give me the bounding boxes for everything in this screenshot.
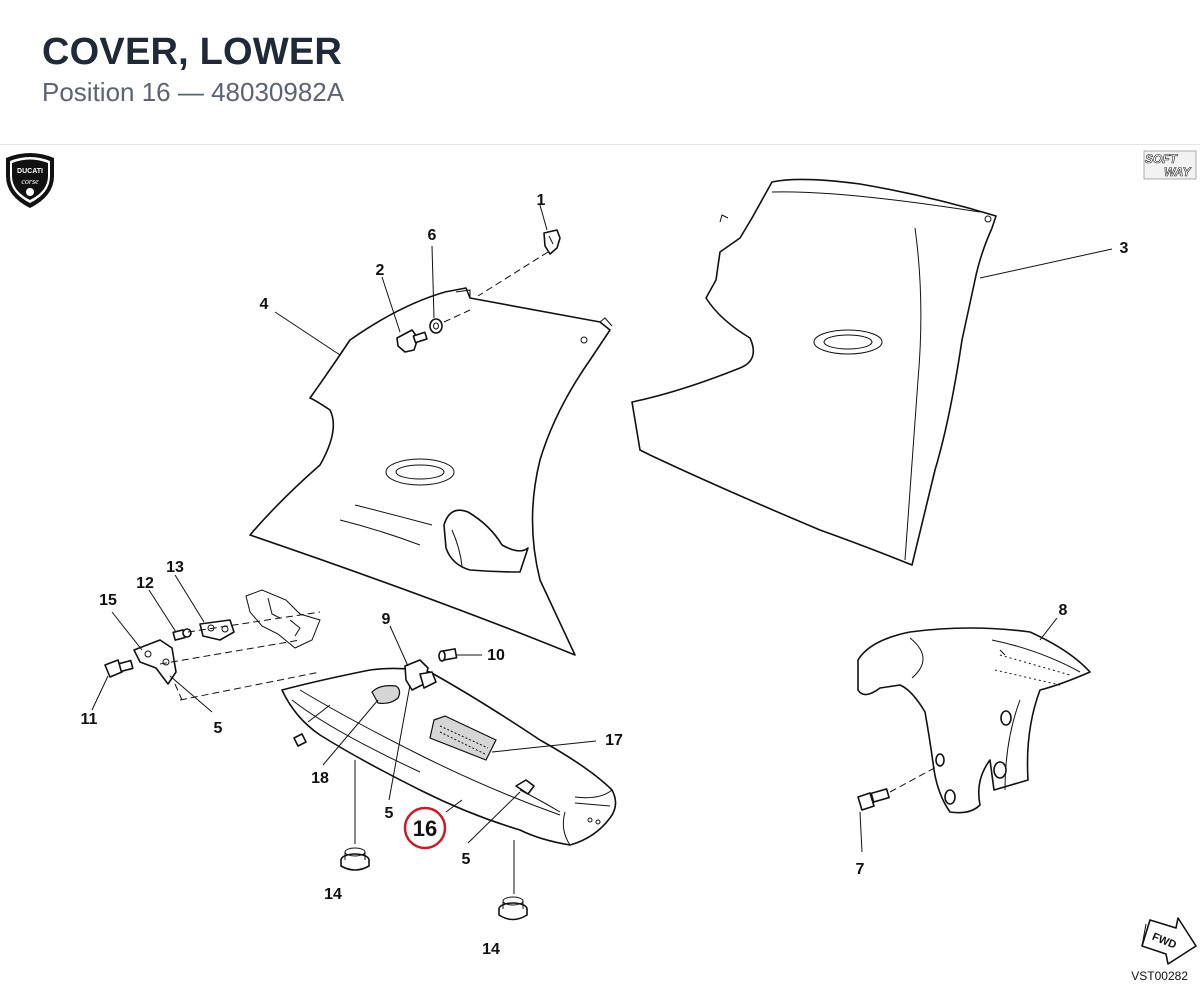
- fwd-arrow-icon: FWD: [1141, 917, 1197, 965]
- callout-3: 3: [1120, 240, 1129, 257]
- part-7-screw: [857, 788, 890, 811]
- callout-4: 4: [260, 296, 269, 313]
- callout-11: 11: [81, 711, 98, 728]
- callout-12: 12: [136, 575, 154, 592]
- part-16-lower-cover: [281, 667, 617, 846]
- part-13-plate: [199, 619, 235, 641]
- part-18-pad: [371, 685, 401, 705]
- leader-lines: [91, 204, 1113, 853]
- part-14-grommet-right: [498, 896, 528, 921]
- callout-14-right: 14: [482, 941, 500, 958]
- softway-text-bottom: WAY: [1164, 165, 1191, 179]
- part-8-heel-guard: [857, 627, 1091, 814]
- part-17-insulation: [429, 715, 497, 761]
- part-2-fastener: [396, 329, 428, 353]
- callout-6: 6: [428, 227, 437, 244]
- part-9-clip: [404, 659, 437, 691]
- part-11-screw: [104, 659, 134, 678]
- callout-7: 7: [856, 861, 865, 878]
- header: COVER, LOWER Position 16 — 48030982A: [42, 30, 344, 108]
- callout-1: 1: [537, 192, 546, 209]
- part-1-clip: [543, 229, 561, 255]
- highlighted-callout-16: 16: [403, 806, 447, 850]
- fairing-panel-left: [249, 287, 613, 656]
- softway-text-top: SOFT: [1145, 152, 1179, 166]
- part-6-washer: [429, 318, 443, 334]
- callout-5-bracket: 5: [214, 720, 223, 737]
- part-5-screw-front: [515, 779, 535, 795]
- part-14-grommet-left: [340, 847, 370, 871]
- header-divider: [0, 144, 1200, 145]
- ducati-corse-logo: DUCATI corse: [6, 153, 54, 208]
- page-title: COVER, LOWER: [42, 31, 343, 73]
- page-subtitle: Position 16 — 48030982A: [42, 77, 345, 107]
- fairing-panel-right: [631, 178, 997, 566]
- callout-13: 13: [166, 559, 184, 576]
- frame-bracket-ghost: [245, 589, 321, 649]
- logo-text-bottom: corse: [21, 177, 39, 186]
- callout-14-left: 14: [324, 886, 342, 903]
- callout-18: 18: [311, 770, 329, 787]
- part-5-screw-rear: [293, 733, 307, 747]
- callout-15: 15: [99, 592, 117, 609]
- part-10-screw: [438, 648, 458, 662]
- callout-8: 8: [1059, 602, 1068, 619]
- logo-text-top: DUCATI: [17, 168, 43, 175]
- callout-17: 17: [605, 732, 623, 749]
- callout-9: 9: [382, 611, 391, 628]
- callout-5-front: 5: [462, 851, 471, 868]
- part-15-bracket: [133, 639, 177, 685]
- softway-logo: SOFT WAY: [1143, 150, 1197, 180]
- part-12-screw: [172, 628, 192, 641]
- callout-16: 16: [413, 816, 437, 841]
- callout-2: 2: [376, 262, 385, 279]
- callout-5-cover: 5: [385, 805, 394, 822]
- drawing-code: VST00282: [1131, 969, 1188, 983]
- callout-10: 10: [487, 647, 505, 664]
